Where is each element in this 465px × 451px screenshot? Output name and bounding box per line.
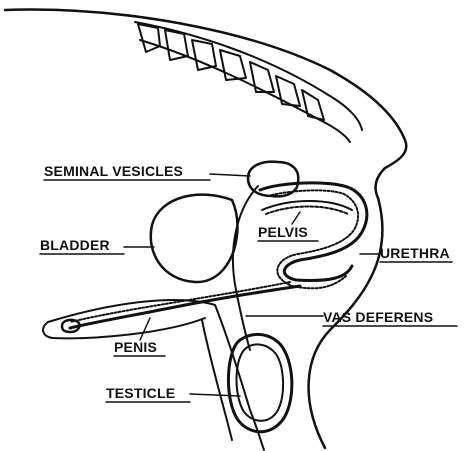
- label-pelvis: PELVIS: [258, 212, 318, 241]
- label-text: URETHRA: [380, 245, 450, 261]
- label-text: TESTICLE: [106, 385, 175, 401]
- body-outline: [5, 10, 406, 450]
- label-bladder: BLADDER: [40, 237, 154, 254]
- testicle: [228, 334, 291, 431]
- label-text: BLADDER: [40, 237, 110, 253]
- label-text: PENIS: [114, 339, 157, 355]
- label-penis: PENIS: [114, 318, 165, 356]
- bladder: [151, 195, 238, 282]
- leader-line: [292, 212, 300, 224]
- leader-line: [140, 318, 150, 340]
- label-vas-deferens: VAS DEFERENS: [246, 309, 457, 326]
- label-text: PELVIS: [258, 224, 308, 240]
- leader-line: [210, 174, 250, 176]
- pelvis-bone: [262, 201, 352, 214]
- leader-line: [190, 394, 240, 396]
- label-text: VAS DEFERENS: [323, 309, 433, 325]
- label-text: SEMINAL VESICLES: [44, 163, 183, 179]
- label-urethra: URETHRA: [360, 245, 452, 262]
- label-seminal-vesicles: SEMINAL VESICLES: [44, 163, 250, 180]
